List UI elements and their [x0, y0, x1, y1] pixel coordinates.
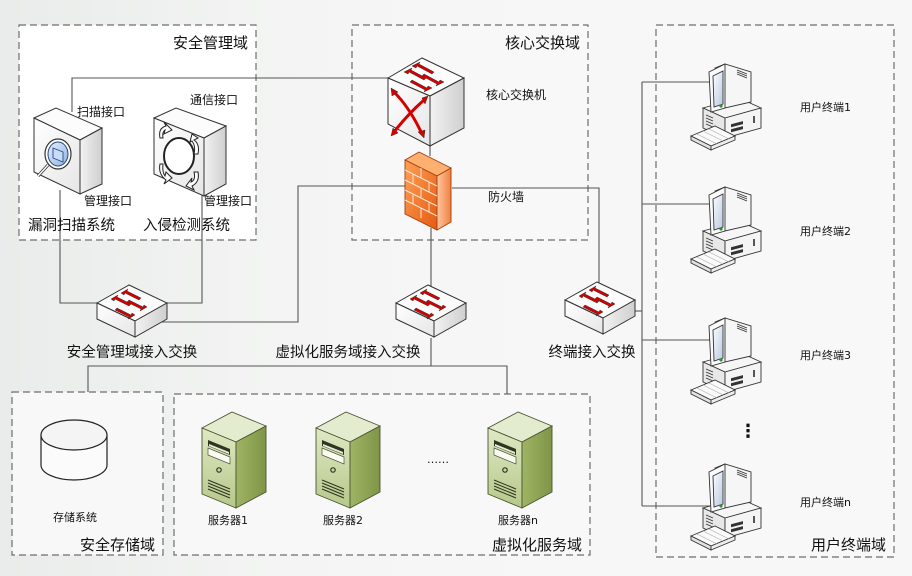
switch-icon — [96, 284, 168, 338]
connection-lines — [59, 77, 720, 507]
switch-icon — [564, 281, 636, 335]
security-access-switch-label: 安全管理域接入交换 — [67, 343, 198, 361]
lower-bus — [87, 365, 508, 394]
scanner-mgmt-port-label: 管理接口 — [84, 193, 132, 208]
user-terminal-2[interactable]: 用户终端2 — [690, 186, 851, 274]
user-terminal-n[interactable]: 用户终端n — [690, 463, 851, 551]
server-label: 服务器n — [498, 514, 538, 527]
firewall-device[interactable]: 防火墙 — [404, 151, 524, 231]
storage-label: 存储系统 — [53, 510, 97, 524]
vuln-scanner-device[interactable]: 扫描接口 管理接口 漏洞扫描系统 — [28, 104, 132, 234]
server-icon — [201, 411, 267, 509]
zone-label-user-terminal: 用户终端域 — [811, 536, 886, 554]
comm-port-label: 通信接口 — [190, 92, 238, 107]
terminal-ellipsis: ⋮ — [739, 421, 757, 442]
storage-cylinder-icon — [40, 419, 108, 481]
ids-mgmt-port-label: 管理接口 — [204, 193, 252, 208]
vuln-scanner-label: 漏洞扫描系统 — [28, 217, 115, 234]
magnifier-scanner-icon — [32, 107, 104, 195]
user-terminal-1[interactable]: 用户终端1 — [690, 63, 851, 151]
scan-port-label: 扫描接口 — [77, 104, 125, 119]
server-n[interactable]: 服务器n — [487, 411, 553, 527]
core-switch-icon — [386, 57, 466, 147]
security-access-switch[interactable]: 安全管理域接入交换 — [67, 284, 198, 361]
core-switch-device[interactable]: 核心交换机 — [386, 57, 546, 147]
user-terminal-3[interactable]: 用户终端3 — [690, 317, 851, 405]
ids-label: 入侵检测系统 — [143, 217, 230, 234]
firewall-icon — [404, 151, 452, 231]
ids-ring-icon — [152, 107, 228, 197]
terminal-label: 用户终端1 — [800, 100, 851, 114]
zone-label-core-switch: 核心交换域 — [505, 34, 580, 52]
zone-label-security-management: 安全管理域 — [173, 34, 248, 52]
server-ellipsis: …… — [427, 453, 449, 466]
link-scanner-access — [59, 190, 101, 304]
storage-system[interactable]: 存储系统 — [40, 419, 108, 524]
link-ids-access — [162, 195, 203, 304]
zone-user-terminal — [655, 24, 895, 558]
link-access-firewall — [162, 185, 408, 323]
zone-core-switch — [351, 24, 589, 241]
server-icon — [487, 411, 553, 509]
switch-icon — [395, 284, 467, 338]
server-icon — [315, 411, 381, 509]
ids-device[interactable]: 通信接口 管理接口 入侵检测系统 — [143, 92, 252, 234]
terminal-label: 用户终端3 — [800, 348, 851, 362]
server-label: 服务器1 — [208, 514, 248, 527]
firewall-label: 防火墙 — [488, 189, 524, 204]
terminal-access-switch[interactable]: 终端接入交换 — [549, 281, 636, 361]
server-1[interactable]: 服务器1 — [201, 411, 267, 527]
core-switch-label: 核心交换机 — [486, 87, 546, 102]
zone-label-secure-storage: 安全存储域 — [80, 536, 155, 554]
link-firewall-terminal-access — [452, 187, 600, 290]
virtual-access-switch[interactable]: 虚拟化服务域接入交换 — [276, 284, 467, 361]
server-label: 服务器2 — [323, 514, 363, 527]
zone-label-virtual-service: 虚拟化服务域 — [492, 536, 582, 554]
server-2[interactable]: 服务器2 — [315, 411, 381, 527]
terminal-label: 用户终端n — [800, 495, 851, 509]
terminal-access-switch-label: 终端接入交换 — [549, 343, 636, 361]
terminal-label: 用户终端2 — [800, 224, 851, 238]
virtual-access-switch-label: 虚拟化服务域接入交换 — [276, 343, 421, 361]
link-scanner-core — [71, 77, 390, 112]
